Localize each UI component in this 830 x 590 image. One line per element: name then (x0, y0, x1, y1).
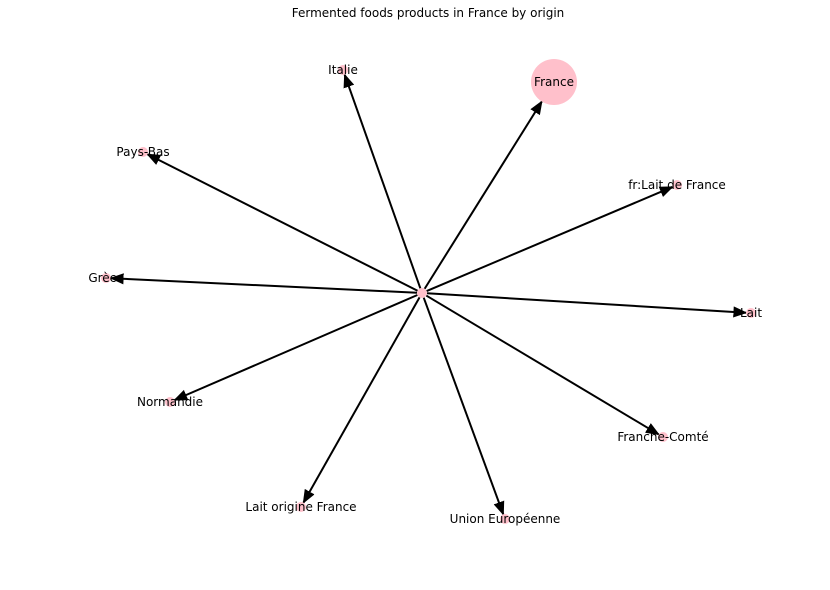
edge-center-to-italie (343, 73, 422, 289)
node-label-lait-de-france: fr:Lait de France (628, 178, 726, 192)
edge-center-to-franche-comte (425, 294, 660, 436)
node-normandie (165, 397, 175, 407)
node-france (531, 59, 577, 105)
graph-title: Fermented foods products in France by or… (292, 6, 565, 20)
edge-center-to-pays-bas (146, 153, 418, 292)
edge-center-to-grece (109, 273, 418, 294)
node-lait-de-france (672, 180, 682, 190)
node-center (417, 288, 427, 298)
node-label-france: France (534, 75, 574, 89)
node-label-franche-comte: Franche-Comté (617, 430, 708, 444)
node-franche-comte (658, 432, 668, 442)
edge-center-to-normandie (173, 294, 418, 401)
edge-center-to-union-europeenne (422, 297, 505, 516)
node-label-union-europeenne: Union Européenne (450, 512, 561, 526)
edge-center-to-lait-de-france (426, 186, 674, 292)
node-lait-origine-france (296, 502, 306, 512)
node-union-europeenne (500, 514, 510, 524)
edges-layer (109, 73, 748, 516)
node-label-pays-bas: Pays-Bas (116, 145, 169, 159)
edge-center-to-france (423, 100, 543, 290)
node-grece (101, 273, 111, 283)
node-italie (338, 65, 348, 75)
node-label-lait: Lait (740, 306, 762, 320)
node-pays-bas (138, 147, 148, 157)
node-label-normandie: Normandie (137, 395, 203, 409)
node-label-grece: Grèce (88, 271, 123, 285)
node-label-lait-origine-france: Lait origine France (245, 500, 356, 514)
node-lait (746, 308, 756, 318)
edge-center-to-lait (426, 292, 748, 318)
node-label-italie: Italie (328, 63, 358, 77)
edge-center-to-lait-origine-france (302, 296, 421, 504)
nodes-layer (101, 59, 756, 524)
